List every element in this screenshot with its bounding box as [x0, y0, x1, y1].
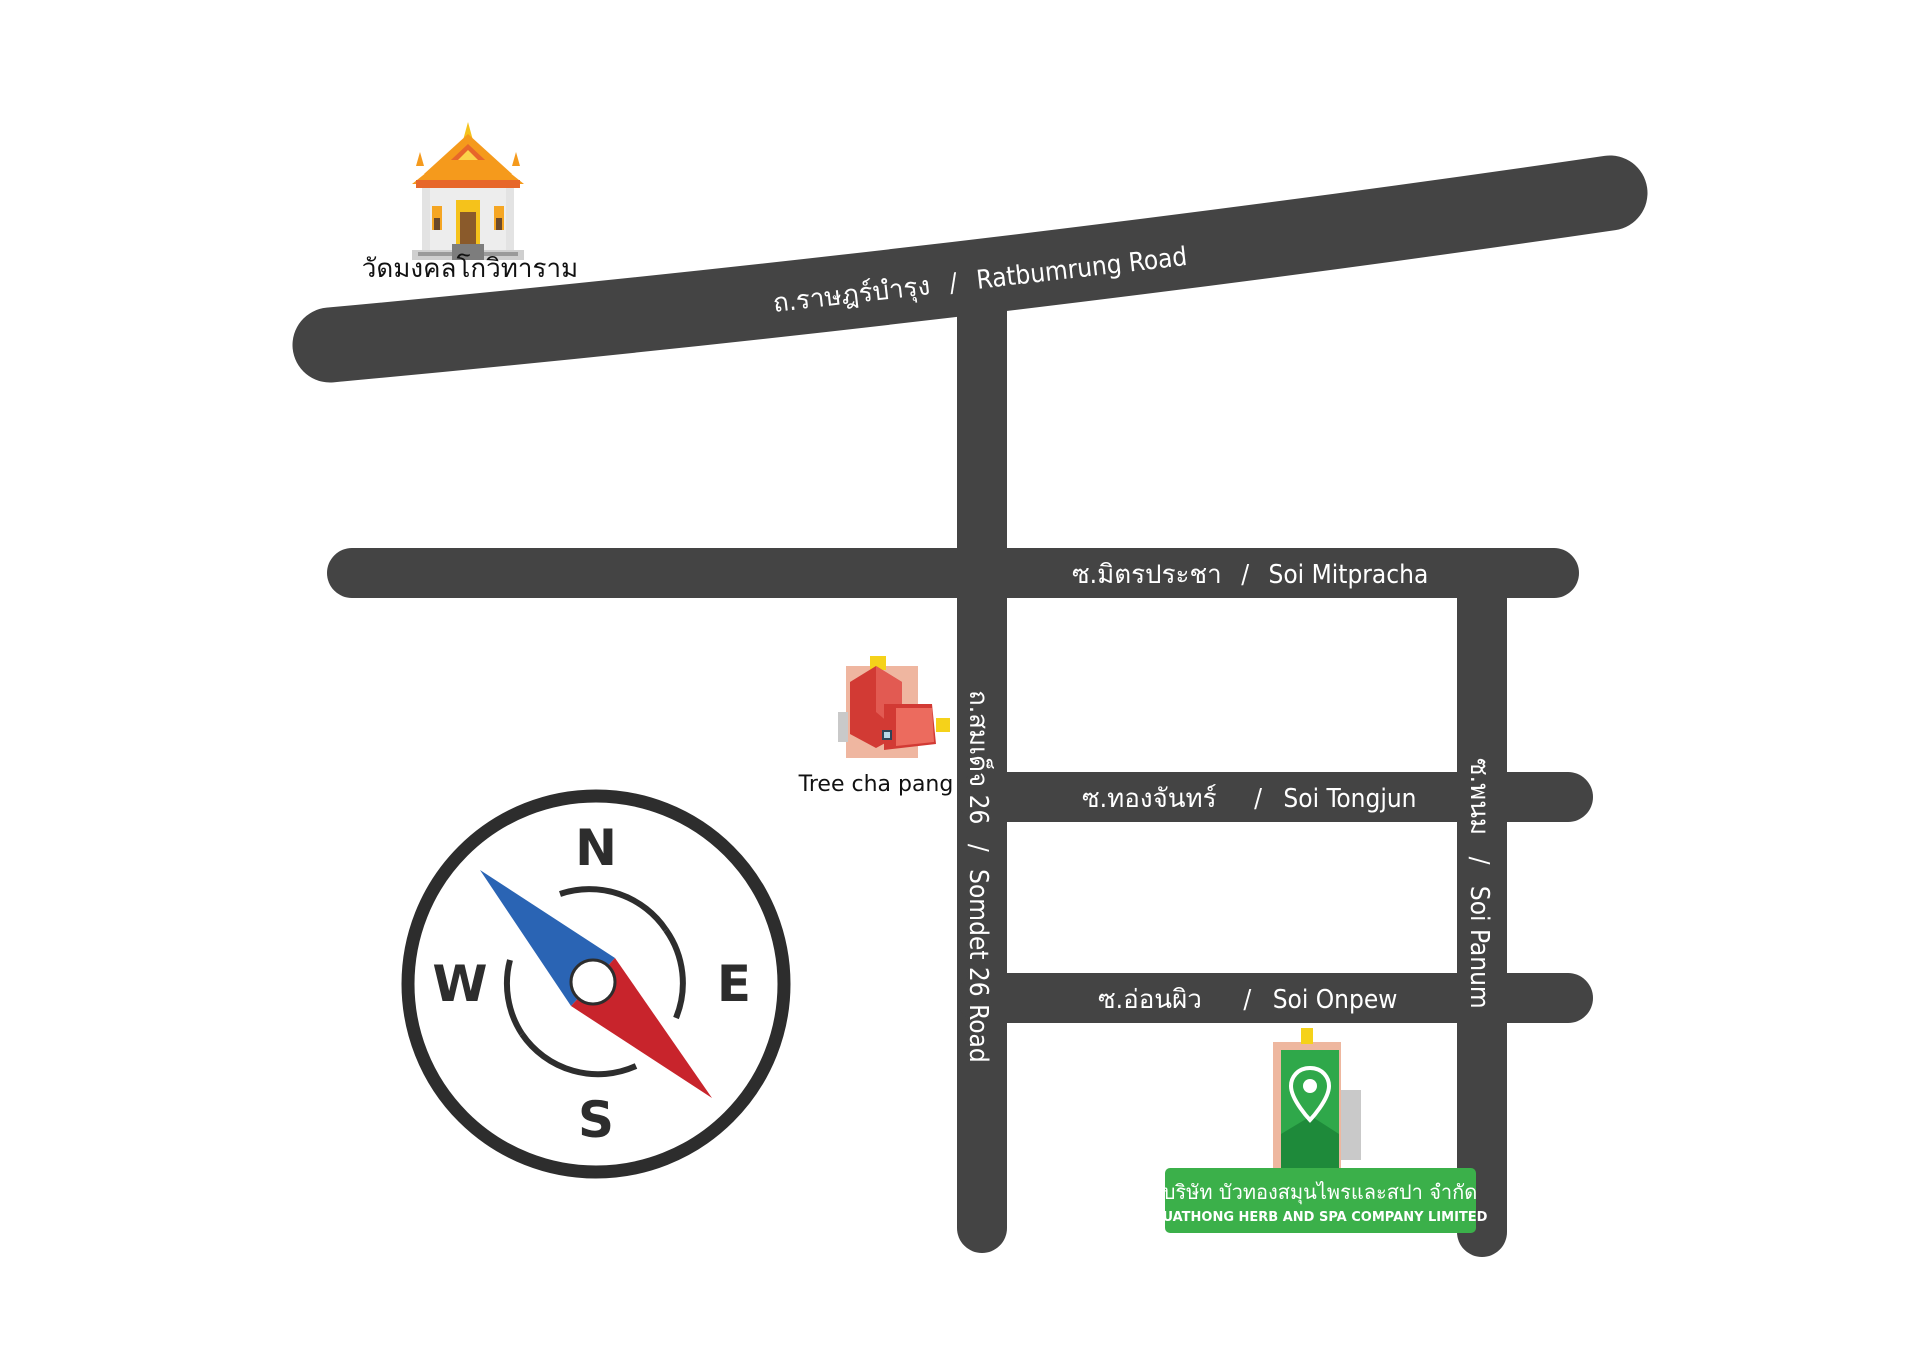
- label-somdet26: ถ.สมเด็จ 26 / Somdet 26 Road: [963, 690, 995, 1063]
- company-badge: บริษัท บัวทองสมุนไพรและสปา จำกัด BUATHON…: [1153, 1168, 1488, 1233]
- label-mitpracha-th: ซ.มิตรประชา: [1072, 560, 1222, 590]
- label-ratbumrung-sep: /: [948, 268, 959, 299]
- road-ratbumrung: [292, 155, 1648, 383]
- label-tree-cha-pang: Tree cha pang: [798, 772, 954, 797]
- label-tongjun-sep: /: [1254, 784, 1262, 814]
- label-panum: ซ.พนม / Soi Panum: [1464, 758, 1494, 1009]
- label-somdet26-sep: /: [963, 844, 993, 852]
- compass-inner-arc-2: [519, 1032, 638, 1078]
- company-label-en: BUATHONG HERB AND SPA COMPANY LIMITED: [1153, 1210, 1488, 1225]
- compass-inner-arc-4: [503, 959, 525, 1036]
- company-label-th: บริษัท บัวทองสมุนไพรและสปา จำกัด: [1163, 1180, 1478, 1205]
- label-somdet26-en: Somdet 26 Road: [963, 869, 993, 1063]
- label-onpew-th: ซ.อ่อนผิว: [1098, 985, 1202, 1015]
- label-tongjun-en: Soi Tongjun: [1283, 784, 1416, 814]
- label-panum-en: Soi Panum: [1464, 886, 1494, 1009]
- location-pin-icon: [1273, 1028, 1361, 1176]
- road-network: [292, 155, 1648, 1257]
- label-mitpracha-en: Soi Mitpracha: [1269, 560, 1429, 590]
- compass-hub: [569, 958, 617, 1006]
- label-panum-th: ซ.พนม: [1464, 758, 1494, 835]
- label-mitpracha-sep: /: [1241, 560, 1249, 590]
- label-temple: วัดมงคลโกวิทาราม: [362, 253, 578, 284]
- temple-icon: [412, 122, 524, 260]
- label-tongjun-th: ซ.ทองจันทร์: [1082, 784, 1217, 814]
- label-onpew-en: Soi Onpew: [1273, 985, 1398, 1015]
- label-tongjun: ซ.ทองจันทร์ / Soi Tongjun: [1082, 784, 1417, 814]
- compass-s: S: [578, 1091, 614, 1149]
- compass-inner-arc: [559, 886, 669, 932]
- red-building-icon: [838, 656, 950, 758]
- compass: N S W E: [401, 789, 791, 1179]
- label-onpew-sep: /: [1243, 985, 1251, 1015]
- label-panum-sep: /: [1464, 857, 1494, 865]
- compass-w: W: [432, 955, 487, 1013]
- compass-e: E: [717, 955, 751, 1013]
- compass-n: N: [575, 819, 617, 877]
- label-onpew: ซ.อ่อนผิว / Soi Onpew: [1098, 985, 1397, 1015]
- label-mitpracha: ซ.มิตรประชา / Soi Mitpracha: [1072, 560, 1428, 590]
- compass-inner-arc-3: [663, 928, 686, 1020]
- label-somdet26-th: ถ.สมเด็จ 26: [963, 690, 995, 824]
